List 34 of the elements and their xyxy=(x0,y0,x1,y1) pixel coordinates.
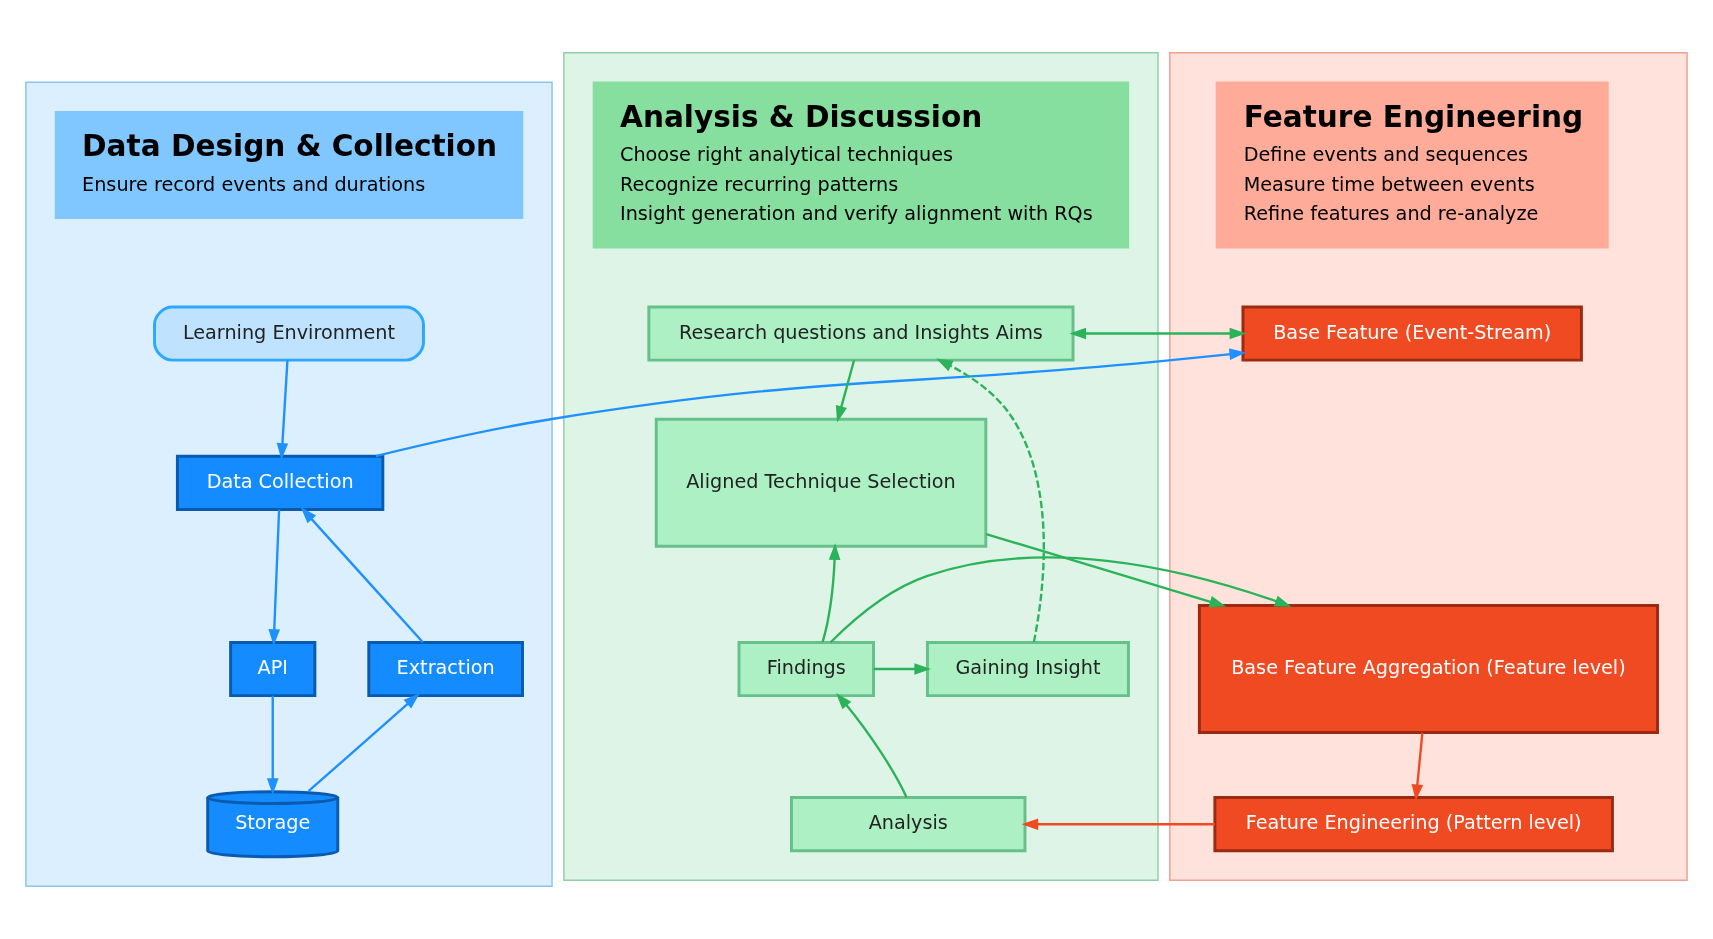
arrow xyxy=(1021,818,1215,830)
arrow xyxy=(985,533,1226,608)
node-box: Research questions and Insights Aims xyxy=(647,305,1075,362)
node-box: Feature Engineering Define events and sequences Measure time between events Refine features and re-analyze xyxy=(1215,81,1609,249)
arrow xyxy=(836,692,908,799)
arrow xyxy=(375,348,1246,458)
node-box: API xyxy=(229,640,317,698)
arrow xyxy=(835,360,856,423)
arrow xyxy=(1411,732,1424,801)
arrow xyxy=(268,509,281,646)
node-box: Feature Engineering (Pattern level) xyxy=(1213,796,1614,853)
node-box: Extraction xyxy=(367,640,524,698)
node-box: Base Feature (Event-Stream) xyxy=(1241,305,1583,362)
arrow xyxy=(873,663,931,675)
node-box: Base Feature Aggregation (Feature level) xyxy=(1197,604,1659,735)
node-box: Findings xyxy=(737,640,875,698)
arrow xyxy=(936,358,1045,643)
cluster xyxy=(563,52,1159,882)
arrow xyxy=(821,543,841,643)
node-box: Learning Environment xyxy=(153,305,425,362)
arrow xyxy=(266,695,279,795)
arrow xyxy=(307,693,420,793)
node-box: Analysis & Discussion Choose right analytical techniques Recognize recurring patterns Insight generation and verify alignment with RQs xyxy=(592,81,1130,249)
node-box: Analysis xyxy=(790,796,1027,853)
arrow xyxy=(300,507,424,644)
node-box: Aligned Technique Selection xyxy=(654,417,988,548)
node-box: Data Collection xyxy=(175,454,385,511)
node-box: Gaining Insight xyxy=(925,640,1130,698)
cluster xyxy=(25,81,553,887)
arrow xyxy=(829,556,1292,644)
arrow xyxy=(1069,327,1247,340)
node-box: Data Design & Collection Ensure record events and durations xyxy=(54,111,524,219)
arrow xyxy=(276,360,289,460)
cluster xyxy=(1169,52,1688,882)
